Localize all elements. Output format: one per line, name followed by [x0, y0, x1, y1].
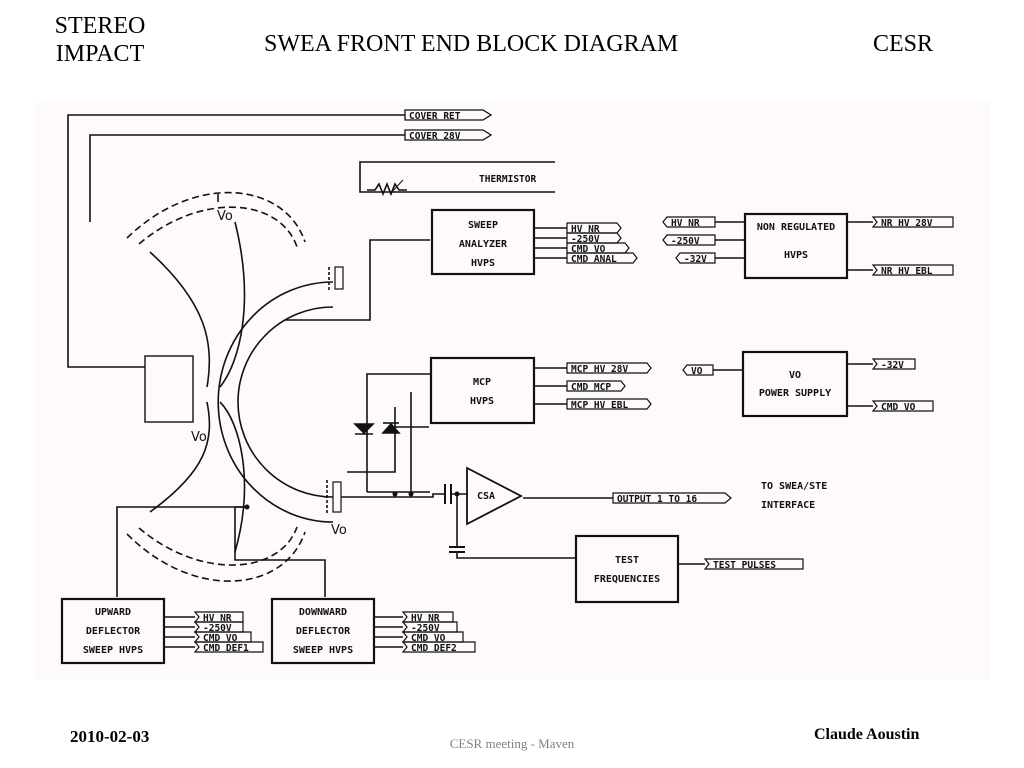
mcp-cmd-tag: CMD MCP — [571, 382, 611, 393]
vo-label-bottom: Vo — [331, 523, 347, 538]
mcp-hv-28v-tag: MCP HV 28V — [571, 364, 628, 375]
hyperbolic-left-top — [149, 251, 211, 388]
upward-line2: DEFLECTOR — [86, 626, 141, 637]
cover-ret-tag: COVER RET — [409, 111, 461, 122]
vo-supply-block — [741, 350, 849, 418]
test-frequencies-block — [574, 534, 680, 604]
downward-line2: DEFLECTOR — [296, 626, 351, 637]
vo-label-middle: Vo — [191, 430, 207, 445]
sweep-hv-nr-tag: HV NR — [571, 224, 600, 235]
nr-hv-nr-tag: HV NR — [671, 218, 700, 229]
sweep-analyzer-line2: ANALYZER — [459, 239, 508, 250]
cover-ret-wire — [67, 114, 405, 368]
sweep-250v-tag: -250V — [571, 234, 600, 245]
block-diagram: COVER RET COVER 28V THERMISTOR SWEEP ANA… — [60, 109, 954, 665]
vo-supply-line2: POWER SUPPLY — [759, 388, 831, 399]
sweep-analyzer-block — [430, 208, 536, 276]
thermistor-resistor — [367, 181, 407, 197]
up-hv-nr-tag: HV NR — [203, 613, 232, 624]
mcp-hv-ebl-tag: MCP HV EBL — [571, 400, 628, 411]
upward-line1: UPWARD — [95, 607, 131, 618]
sweep-analyzer-line3: HVPS — [471, 258, 495, 269]
downward-line3: SWEEP HVPS — [293, 645, 353, 656]
test-pulses-tag: TEST PULSES — [713, 560, 776, 571]
up-cmd-def1-tag: CMD DEF1 — [203, 643, 249, 654]
thermistor-bracket — [359, 161, 555, 193]
header-right: CESR — [873, 31, 934, 57]
mcp-detector — [332, 481, 342, 513]
downward-deflector-block — [270, 597, 376, 665]
cover-28v-wire — [89, 134, 405, 222]
outer-arc-bottom — [126, 531, 306, 582]
down-250v-tag: -250V — [411, 623, 440, 634]
upward-deflector-block — [60, 597, 166, 665]
vo-32v-tag: -32V — [881, 360, 904, 371]
vo-cmd-tag: CMD VO — [881, 402, 916, 413]
non-regulated-block — [743, 212, 849, 280]
vo-label-top: Vo — [217, 209, 233, 224]
upward-line3: SWEEP HVPS — [83, 645, 143, 656]
header-left-line1: STEREO — [54, 13, 146, 39]
interface-line2: INTERFACE — [761, 500, 815, 511]
footer-date: 2010-02-03 — [70, 727, 150, 746]
interface-line1: TO SWEA/STE — [761, 481, 827, 492]
nr-250v-tag: -250V — [671, 236, 700, 247]
cover-mechanism — [144, 355, 194, 423]
sweep-cmd-anal-tag: CMD ANAL — [571, 254, 617, 265]
non-regulated-line1: NON REGULATED — [757, 222, 835, 233]
thermistor-label: THERMISTOR — [479, 174, 536, 185]
up-250v-tag: -250V — [203, 623, 232, 634]
csa-amplifier — [466, 466, 523, 526]
output-tag: OUTPUT 1 TO 16 — [617, 494, 697, 505]
nr-32v-tag: -32V — [684, 254, 707, 265]
sweep-analyzer-line1: SWEEP — [468, 220, 498, 231]
page-title: SWEA FRONT END BLOCK DIAGRAM — [264, 31, 679, 57]
outer-arc-top — [126, 191, 306, 243]
vo-output-tag: VO — [691, 366, 703, 377]
mcp-block — [429, 356, 536, 425]
analyzer-arc-outer — [217, 281, 334, 523]
header-left: STEREO IMPACT — [44, 12, 156, 68]
nr-hv-28v-tag: NR HV 28V — [881, 218, 933, 229]
footer-author: Claude Aoustin — [814, 726, 920, 743]
top-detector — [334, 266, 344, 290]
hyperbolic-left-bottom — [149, 401, 211, 513]
down-cmd-vo-tag: CMD VO — [411, 633, 446, 644]
down-cmd-def2-tag: CMD DEF2 — [411, 643, 457, 654]
test-frequencies-line1: TEST — [615, 555, 639, 566]
header-left-line2: IMPACT — [55, 41, 145, 67]
cover-28v-tag: COVER 28V — [409, 131, 461, 142]
mcp-line1: MCP — [473, 377, 491, 388]
down-hv-nr-tag: HV NR — [411, 613, 440, 624]
non-regulated-line2: HVPS — [784, 250, 808, 261]
up-cmd-vo-tag: CMD VO — [203, 633, 238, 644]
csa-label: CSA — [477, 491, 495, 502]
analyzer-arc-inner — [237, 306, 334, 498]
footer-meeting: CESR meeting - Maven — [449, 736, 575, 751]
nr-hv-ebl-tag: NR HV EBL — [881, 266, 933, 277]
vo-supply-line1: VO — [789, 370, 801, 381]
sweep-cmd-vo-tag: CMD VO — [571, 244, 606, 255]
downward-line1: DOWNWARD — [299, 607, 347, 618]
test-frequencies-line2: FREQUENCIES — [594, 574, 660, 585]
mcp-line2: HVPS — [470, 396, 494, 407]
